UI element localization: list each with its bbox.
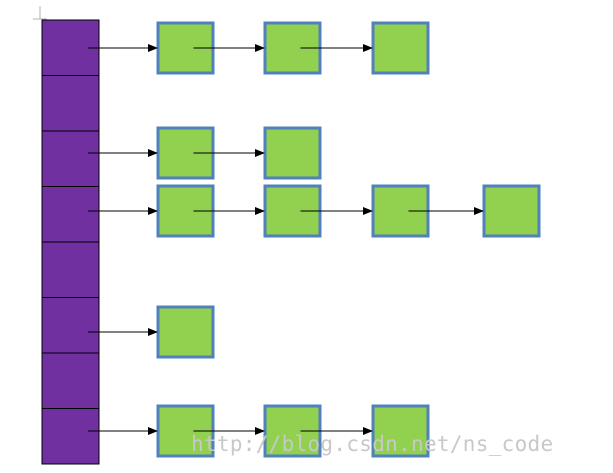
chain-node-7-2	[371, 404, 430, 458]
chain-links	[88, 44, 484, 435]
chain-node-3-3	[482, 184, 541, 238]
watermark-text: http://blog.csdn.net/ns_code	[191, 432, 553, 456]
bucket-array	[41, 19, 100, 465]
bucket-7	[41, 408, 100, 465]
chain-node-5-0	[156, 305, 215, 359]
bucket-2	[41, 130, 100, 187]
corner-mark	[33, 6, 47, 20]
chain-node-0-2	[371, 21, 430, 75]
bucket-5	[41, 297, 100, 354]
bucket-3	[41, 186, 100, 243]
chain-nodes	[156, 21, 541, 458]
bucket-4	[41, 241, 100, 298]
bucket-6	[41, 352, 100, 409]
bucket-1	[41, 75, 100, 132]
chain-node-2-1	[263, 126, 322, 180]
